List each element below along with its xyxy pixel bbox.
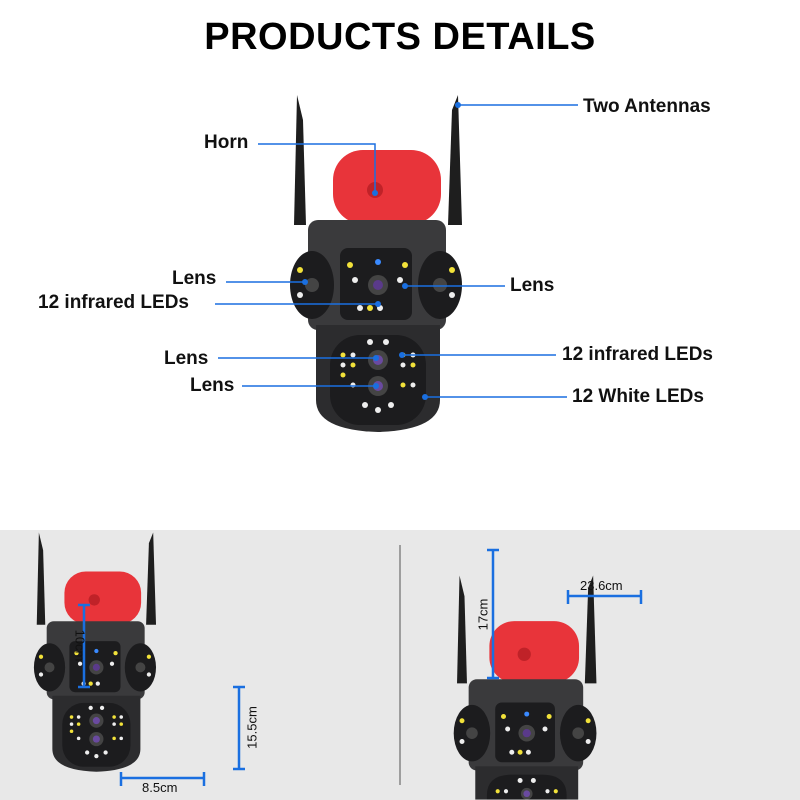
callout-white-leds: 12 White LEDs [572,386,704,407]
callout-infrared-left: 12 infrared LEDs [38,292,189,313]
dimension-lines [78,548,643,786]
dimension-total-height: 17cm [475,598,491,631]
dimension-horn-width: 23.6cm [580,578,623,593]
dimensions-panel: 10cm 15.5cm 8.5cm 17cm 23.6cm [0,530,800,800]
callout-lens-lower-2: Lens [190,375,235,396]
callout-lines [215,104,578,398]
callout-antennas: Two Antennas [583,96,711,117]
page-title: PRODUCTS DETAILS [204,16,596,58]
dimension-upper-height: 10cm [72,629,88,662]
callout-infrared-right: 12 infrared LEDs [562,344,713,365]
callout-lens-lower-1: Lens [164,348,209,369]
callout-horn: Horn [204,132,249,153]
callout-lens-right: Lens [510,275,555,296]
callout-lens-left: Lens [172,268,217,289]
dimension-lower-width: 8.5cm [142,780,178,795]
camera-main-image [290,95,462,432]
camera-front-small [33,532,157,772]
product-illustration [215,95,578,432]
dimension-lower-height: 15.5cm [244,706,260,749]
